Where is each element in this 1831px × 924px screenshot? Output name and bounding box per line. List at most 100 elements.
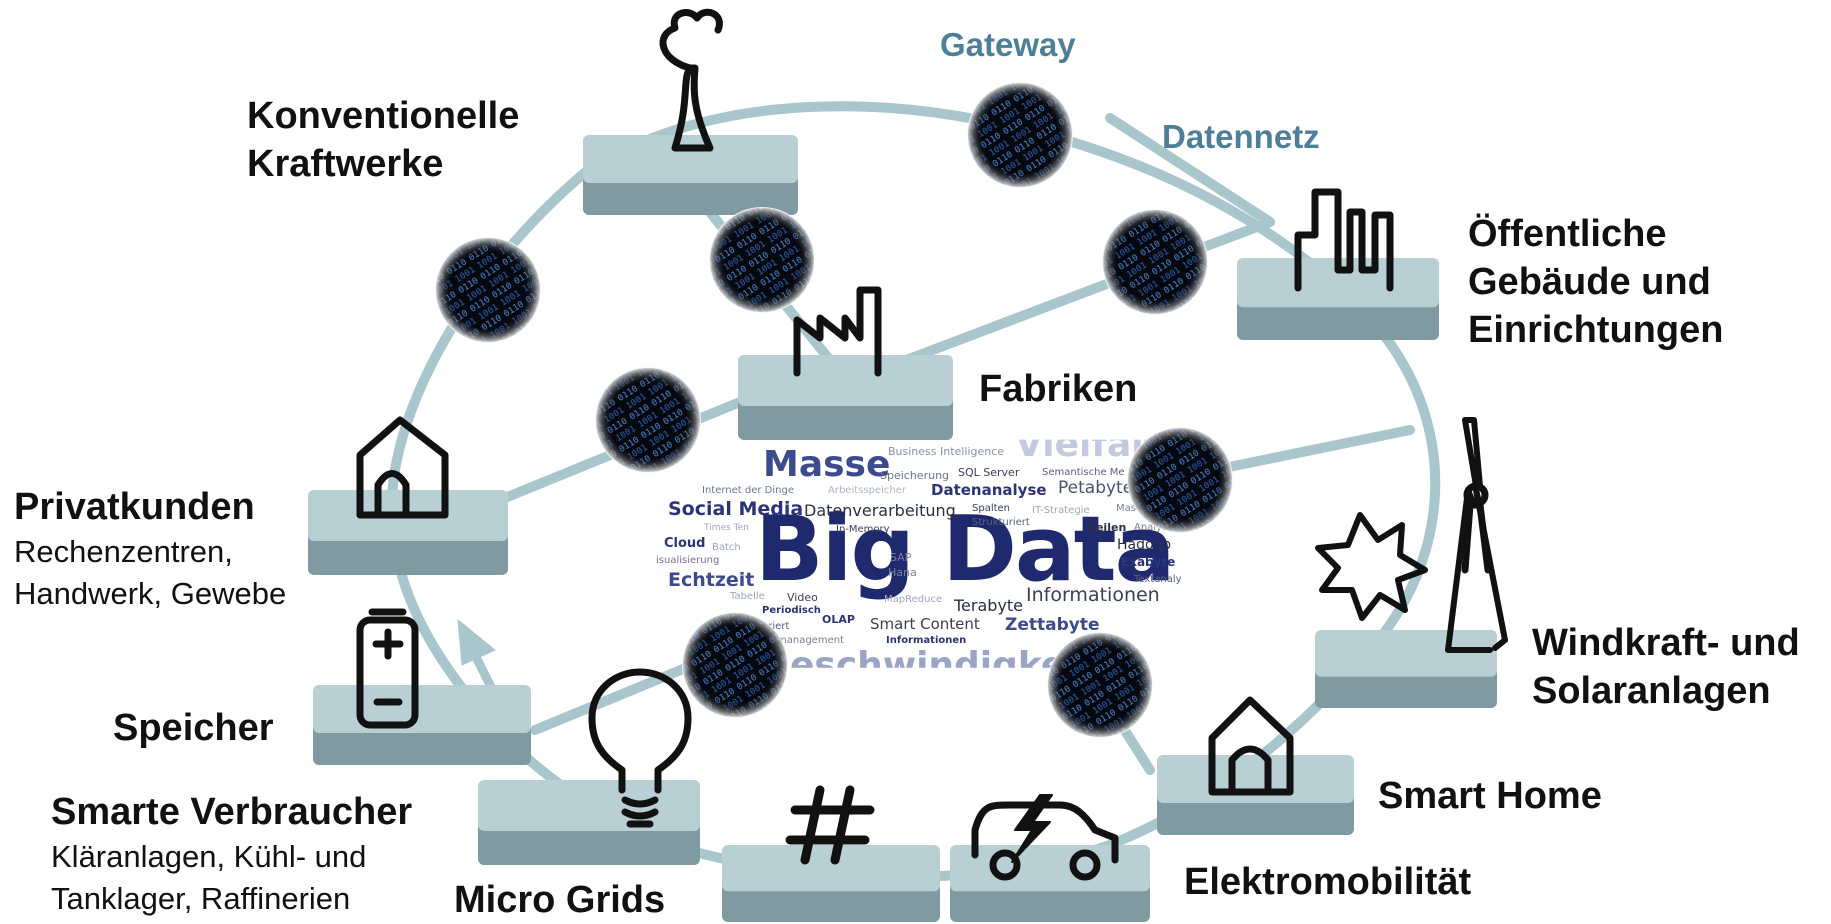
- link-microgrids-cloud: [530, 655, 710, 735]
- wc-informationen-big: Informationen: [1026, 584, 1160, 606]
- wc-it-strategie: IT-Strategie: [1032, 505, 1090, 516]
- label-line: Windkraft- und: [1532, 622, 1800, 664]
- wc-arbeitsspeicher: Arbeitsspeicher: [828, 485, 906, 496]
- label-privatkunden: Privatkunden Rechenzentren, Handwerk, Ge…: [14, 483, 286, 615]
- wind-turbine-icon: [1445, 417, 1508, 653]
- wc-petabytes: Petabytes: [1058, 478, 1143, 498]
- wc-analyse: Analyse: [1134, 522, 1174, 533]
- factory-icon: [793, 286, 882, 377]
- wc-exabyte: Exabyte: [1121, 555, 1176, 569]
- wc-masse: Masse: [763, 444, 891, 485]
- wc-sql-server: SQL Server: [958, 466, 1020, 479]
- label-speicher: Speicher: [113, 707, 274, 749]
- wc-batch: Batch: [712, 542, 741, 553]
- wc-social-media: Social Media: [668, 498, 804, 520]
- data-node-privat-fabrik: [595, 367, 701, 473]
- wc-vielfalt: Vielfalt: [1015, 424, 1161, 465]
- grid-hash-icon: [785, 785, 875, 865]
- wc-hana: Hana: [888, 566, 917, 579]
- wc-datenverarbeitung: Datenverarbeitung: [804, 501, 956, 520]
- wc-informationen-small: Informationen: [886, 635, 967, 646]
- label-line: Einrichtungen: [1468, 309, 1724, 351]
- wc-business-intelligence: Business Intelligence: [888, 445, 1005, 458]
- label-title: Privatkunden: [14, 486, 255, 528]
- box-windkraft-solar: [1315, 630, 1497, 708]
- data-node-gateway: [967, 82, 1073, 188]
- wc-zettabyte: Zettabyte: [1005, 615, 1100, 635]
- electric-car-icon: [971, 801, 1119, 881]
- label-line: Rechenzentren,: [14, 534, 233, 569]
- wc-sap: SAP: [890, 551, 912, 564]
- office-buildings-icon: [1294, 188, 1394, 292]
- data-node-fabrik-oeffentliche: [1102, 209, 1208, 315]
- label-line: Öffentliche: [1468, 213, 1667, 255]
- wordcloud-backdrop: [675, 430, 1165, 680]
- datennetz-label: Datennetz: [1162, 118, 1320, 155]
- label-smarte-verbraucher: Smarte Verbraucher Kläranlagen, Kühl- un…: [51, 788, 412, 920]
- data-node-kraftwerke-fabrik: [709, 207, 815, 313]
- data-node-cloud-left: [682, 612, 788, 718]
- wc-internet-der-dinge: Internet der Dinge: [702, 485, 794, 496]
- box-konventionelle-kraftwerke: [583, 135, 798, 215]
- smart-home-icon: [1208, 696, 1294, 796]
- label-smart-home: Smart Home: [1378, 775, 1602, 817]
- wc-in-memory: In-Memory: [836, 524, 890, 535]
- label-line: Konventionelle: [247, 95, 520, 137]
- label-line: Kraftwerke: [247, 143, 444, 185]
- wc-hadoop: Hadoop: [1117, 537, 1172, 553]
- box-speicher: [313, 685, 531, 765]
- wc-management: management: [777, 635, 844, 646]
- wc-big-data: Big Data: [755, 497, 1175, 602]
- link-gateway-oeffentliche: [1105, 113, 1275, 227]
- label-line: Handwerk, Gewebe: [14, 576, 287, 611]
- wc-cloud: Cloud: [664, 536, 706, 551]
- wc-spalten: Spalten: [972, 503, 1011, 514]
- wc-speicherung: Speicherung: [880, 469, 950, 482]
- label-title: Smarte Verbraucher: [51, 791, 413, 833]
- label-line: Tanklager, Raffinerien: [51, 881, 351, 916]
- label-line: Kläranlagen, Kühl- und: [51, 839, 367, 874]
- wc-terabyte: Terabyte: [954, 596, 1024, 615]
- box-grid-hash: [722, 845, 940, 922]
- label-oeffentliche-gebaeude: Öffentliche Gebäude und Einrichtungen: [1468, 210, 1723, 354]
- label-line: Solaranlagen: [1532, 670, 1771, 712]
- lightbulb-icon: [588, 668, 692, 828]
- wc-semantische: Semantische Me: [1042, 467, 1125, 478]
- wc-geschwindigkeit: eschwindigkeit: [790, 645, 1095, 686]
- box-smart-home: [1157, 755, 1354, 835]
- wc-visualisierung: isualisierung: [656, 555, 720, 566]
- lightning-bolt-icon: [1011, 794, 1053, 863]
- wc-textanalyse: Textanaly: [1134, 574, 1182, 585]
- label-line: Gebäude und: [1468, 261, 1711, 303]
- wc-datenanalyse: Datenanalyse: [931, 481, 1047, 499]
- label-micro-grids: Micro Grids: [454, 879, 666, 921]
- data-node-cloud-right: [1047, 632, 1153, 738]
- wc-strukturiert: Strukturiert: [972, 517, 1030, 528]
- label-konventionelle-kraftwerke: Konventionelle Kraftwerke: [247, 92, 519, 188]
- label-fabriken: Fabriken: [979, 368, 1138, 410]
- label-windkraft-solar: Windkraft- und Solaranlagen: [1532, 619, 1800, 715]
- wc-mapreduce: MapReduce: [884, 594, 943, 605]
- data-node-right: [1127, 427, 1233, 533]
- wc-zeilen: Zeilen: [1088, 521, 1127, 534]
- wc-periodisch: Periodisch: [762, 605, 821, 616]
- wc-smart-content: Smart Content: [870, 615, 980, 633]
- battery-icon: [356, 608, 419, 729]
- wc-tabelle: Tabelle: [730, 591, 765, 602]
- house-icon: [356, 416, 449, 519]
- box-fabriken: [738, 355, 953, 440]
- data-nodes: [435, 82, 1233, 738]
- wc-times-ten: Times Ten: [704, 523, 749, 533]
- data-node-left-upper: [435, 237, 541, 343]
- label-elektromobilitaet: Elektromobilität: [1184, 861, 1472, 903]
- sun-icon: [1315, 512, 1428, 621]
- power-plant-icon: [659, 8, 723, 152]
- box-micro-grids: [478, 780, 700, 865]
- box-elektromobilitaet: [950, 845, 1150, 922]
- wc-video: Video: [787, 591, 818, 604]
- wc-olap: OLAP: [822, 613, 855, 626]
- wc-unstrukturiert: turiert: [758, 621, 790, 632]
- gateway-label: Gateway: [940, 26, 1076, 63]
